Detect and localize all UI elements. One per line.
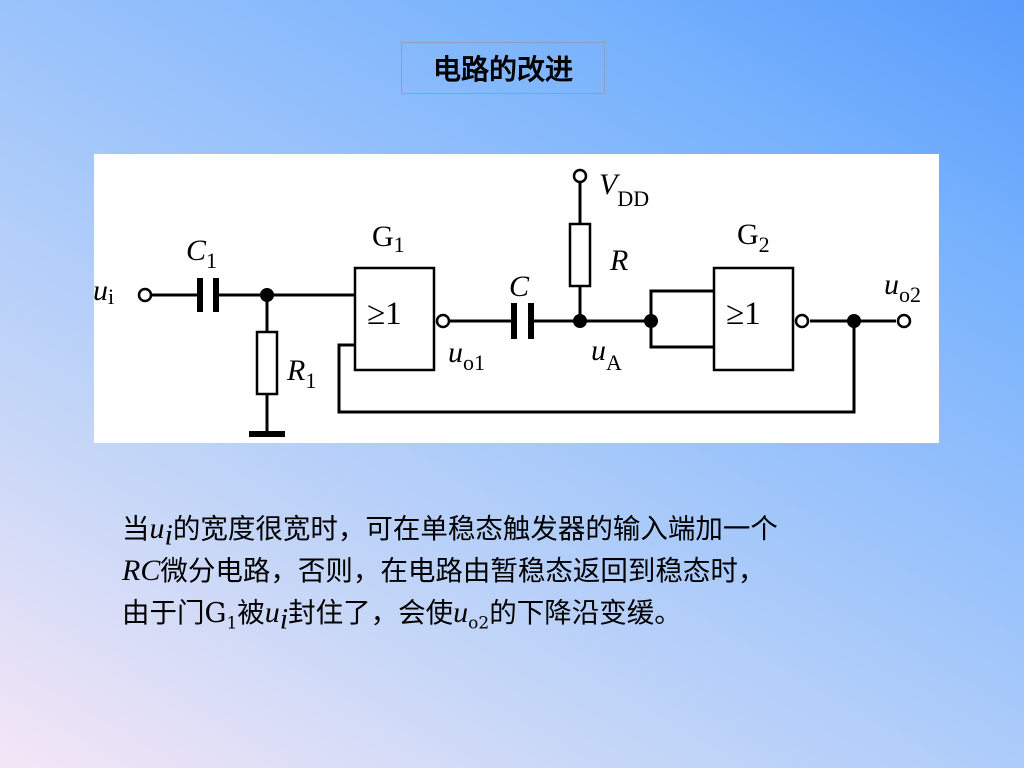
caption-line-3: 由于门G1被ui封住了，会使uo2的下降沿变缓。: [122, 596, 682, 636]
svg-text:C1: C1: [186, 234, 217, 273]
wire-feedback: [337, 321, 856, 414]
junction-dot-output: [847, 314, 861, 328]
label-r: R: [609, 244, 628, 277]
label-ua: u: [591, 334, 606, 367]
svg-text:R1: R1: [286, 354, 316, 393]
label-g2-sub: 2: [759, 232, 770, 257]
caption-line-1: 当ui的宽度很宽时，可在单稳态触发器的输入端加一个: [122, 512, 778, 552]
label-uo1: u: [448, 336, 463, 369]
label-vdd-sub: DD: [617, 186, 649, 211]
svg-text:uA: uA: [591, 334, 622, 375]
svg-text:G1: G1: [372, 220, 405, 257]
wire-g2-input-upper: [649, 289, 714, 321]
label-r1-sub: 1: [305, 368, 316, 393]
label-uo1-sub: o1: [463, 350, 485, 375]
label-g1: G: [372, 220, 394, 253]
terminal-vdd: [572, 168, 588, 184]
label-ua-sub: A: [606, 350, 622, 375]
label-c1: C: [186, 234, 207, 267]
gate-g1: [353, 266, 436, 372]
junction-dot-r1: [260, 288, 274, 302]
label-ui-sub: i: [108, 284, 114, 309]
label-r1: R: [286, 354, 305, 387]
terminal-output: [896, 313, 912, 329]
label-g1-sub: 1: [394, 232, 405, 257]
gate-g2: [712, 266, 795, 372]
resistor-r: [568, 222, 592, 288]
terminal-input: [137, 287, 153, 303]
slide-title: 电路的改进: [401, 42, 605, 94]
svg-text:uo2: uo2: [884, 268, 921, 307]
junction-dot-g2-input: [644, 314, 658, 328]
label-vdd: V: [599, 168, 621, 201]
svg-text:ui: ui: [94, 274, 114, 309]
gate-g2-symbol: ≥1: [726, 296, 761, 332]
label-ui: u: [94, 274, 108, 307]
svg-text:uo1: uo1: [448, 336, 485, 375]
circuit-diagram: ui C1 R1 G1 ≥1 uo1 C VDD R uA G2 ≥1 uo2: [94, 154, 939, 443]
junction-dot-ua: [573, 314, 587, 328]
svg-text:VDD: VDD: [599, 168, 649, 211]
caption-line-2: RC微分电路，否则，在电路由暂稳态返回到稳态时，: [122, 554, 766, 587]
label-g2: G: [737, 218, 759, 251]
label-uo2-sub: o2: [899, 282, 921, 307]
label-c: C: [509, 270, 530, 303]
wire-g2-input-lower: [649, 321, 714, 349]
svg-text:G2: G2: [737, 218, 770, 257]
gate-g1-symbol: ≥1: [367, 296, 402, 332]
resistor-r1: [255, 330, 279, 396]
caption-text: 当ui的宽度很宽时，可在单稳态触发器的输入端加一个 RC微分电路，否则，在电路由…: [122, 508, 952, 634]
label-uo2: u: [884, 268, 899, 301]
inversion-bubble-g1: [435, 313, 451, 329]
inversion-bubble-g2: [794, 313, 810, 329]
label-c1-sub: 1: [206, 248, 217, 273]
